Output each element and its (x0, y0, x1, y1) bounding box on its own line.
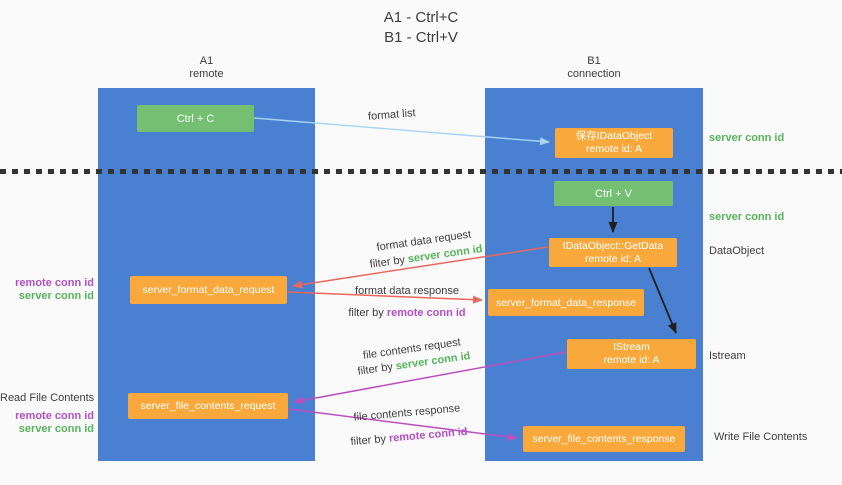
filter-key-remote-conn-id-2: remote conn id (386, 307, 466, 319)
node-server-file-contents-request: server_file_contents_request (128, 393, 288, 419)
node-ctrl-v-label: Ctrl + V (595, 187, 632, 200)
node-ctrl-c-label: Ctrl + C (176, 112, 215, 125)
node-save-idataobject-line2: remote id: A (585, 143, 643, 155)
server-conn-id-label-2: server conn id (18, 423, 94, 435)
node-server-file-contents-response: server_file_contents_response (523, 426, 685, 452)
title-line-1: A1 - Ctrl+C (383, 9, 459, 26)
title-line-2: B1 - Ctrl+V (384, 29, 458, 46)
filter-by-prefix-4: filter by (350, 432, 387, 449)
node-save-idataobject: 保存IDataObject remote id: A (555, 128, 673, 158)
left-conn-id-group-2: remote conn id server conn id (0, 410, 94, 436)
node-istream-line2: remote id: A (603, 354, 660, 366)
server-conn-id-label-1: server conn id (18, 290, 94, 302)
node-istream-line1: IStream (613, 341, 650, 353)
remote-conn-id-label-2: remote conn id (15, 410, 94, 422)
filter-by-prefix-1: filter by (368, 253, 406, 271)
node-getdata-line2: remote id: A (584, 252, 642, 265)
node-ctrl-c: Ctrl + C (137, 105, 254, 132)
node-getdata-line1: IDataObject::GetData (562, 239, 664, 252)
filter-key-remote-conn-id-4: remote conn id (388, 425, 469, 445)
read-file-contents-label: Read File Contents (0, 392, 95, 404)
node-ctrl-v: Ctrl + V (554, 181, 673, 206)
dataobject-label: DataObject (709, 245, 765, 257)
istream-label: Istream (709, 350, 746, 362)
filter-by-prefix-2: filter by (348, 307, 384, 319)
column-header-b1: B1 connection (485, 55, 703, 81)
diagram-title: A1 - Ctrl+C B1 - Ctrl+V (0, 8, 842, 48)
write-file-contents-label: Write File Contents (714, 431, 808, 443)
node-istream: IStream remote id: A (567, 339, 696, 369)
remote-conn-id-label-1: remote conn id (15, 277, 94, 289)
node-file-request-label: server_file_contents_request (140, 400, 276, 412)
column-b1-name: B1 (587, 55, 601, 67)
node-file-response-label: server_file_contents_response (532, 433, 676, 445)
left-conn-id-group-1: remote conn id server conn id (0, 277, 94, 303)
flow-label-format-list: format list (367, 107, 417, 123)
node-server-format-data-response: server_format_data_response (488, 289, 644, 316)
filter-by-prefix-3: filter by (356, 360, 394, 378)
flow-label-file-contents-request: file contents request filter byserver co… (351, 334, 476, 381)
column-a1-name: A1 (199, 55, 214, 67)
node-save-idataobject-line1: 保存IDataObject (575, 130, 653, 142)
flow-label-format-data-request: format data request filter byserver conn… (358, 224, 491, 274)
format-data-response-text: format data response (355, 285, 459, 297)
node-format-request-label: server_format_data_request (142, 284, 275, 296)
column-b1-subtitle: connection (567, 68, 621, 80)
phase-divider-dotted-line (0, 169, 842, 174)
column-header-a1: A1 remote (98, 55, 315, 81)
node-server-format-data-request: server_format_data_request (130, 276, 287, 304)
column-a1-subtitle: remote (189, 68, 224, 80)
node-idataobject-getdata: IDataObject::GetData remote id: A (549, 238, 677, 267)
node-format-response-label: server_format_data_response (495, 296, 637, 309)
server-conn-id-right-mid: server conn id (709, 211, 785, 223)
server-conn-id-right-top: server conn id (709, 132, 785, 144)
